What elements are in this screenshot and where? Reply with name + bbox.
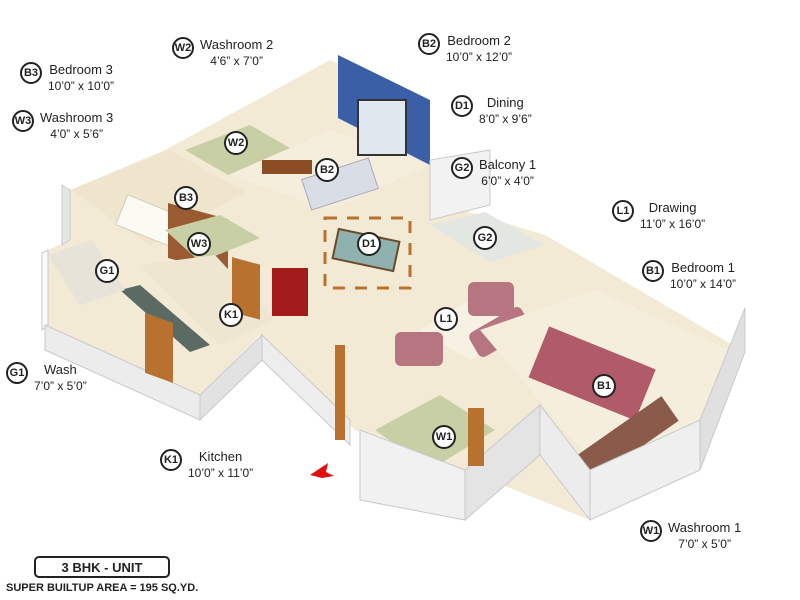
legend-bedroom-1: B1 Bedroom 1 10’0” x 14’0” <box>642 260 736 292</box>
room-name: Drawing <box>648 200 697 215</box>
room-name: Balcony 1 <box>479 157 537 172</box>
room-dims: 7’0” x 5’0” <box>678 537 731 551</box>
washroom-1-door <box>468 408 484 466</box>
legend-washroom-1: W1 Washroom 1 7’0” x 5’0” <box>640 520 741 552</box>
marker-g2: G2 <box>473 226 497 250</box>
room-dims: 11’0” x 16’0” <box>640 217 706 231</box>
legend-badge: W2 <box>172 37 194 59</box>
legend-drawing: L1 Drawing 11’0” x 16’0” <box>612 200 705 232</box>
legend-bedroom-3: B3 Bedroom 3 10’0” x 10’0” <box>20 62 114 94</box>
marker-w2: W2 <box>224 131 248 155</box>
room-name: Washroom 3 <box>40 110 114 125</box>
room-name: Bedroom 2 <box>447 33 511 48</box>
marker-d1: D1 <box>357 232 381 256</box>
kitchen-floor <box>140 255 275 345</box>
entry-arrow <box>310 463 334 478</box>
legend-badge: B3 <box>20 62 42 84</box>
bedroom-1-bench <box>571 396 679 484</box>
walls <box>41 149 746 522</box>
drawing-sofa-2 <box>395 332 443 366</box>
legend-washroom-3: W3 Washroom 3 4’0” x 5’6” <box>12 110 113 142</box>
room-dims: 6’0” x 4’0” <box>481 174 534 188</box>
room-name: Kitchen <box>198 449 243 464</box>
bedroom-3-floor <box>70 150 245 245</box>
room-dims: 10’0” x 12’0” <box>446 50 513 64</box>
kitchen-counter <box>120 285 210 352</box>
legend-badge: B1 <box>642 260 664 282</box>
room-name: Bedroom 3 <box>49 62 113 77</box>
room-name: Wash <box>43 362 77 377</box>
room-name: Dining <box>486 95 524 110</box>
room-dims: 10’0” x 14’0” <box>670 277 737 291</box>
legend-balcony-1: G2 Balcony 1 6’0” x 4’0” <box>451 157 536 189</box>
legend-bedroom-2: B2 Bedroom 2 10’0” x 12’0” <box>418 33 512 65</box>
legend-wash: G1 Wash 7’0” x 5’0” <box>6 362 87 394</box>
room-dims: 8’0” x 9’6” <box>479 112 532 126</box>
room-dims: 4’6” x 7’0” <box>210 54 263 68</box>
unit-type-label: 3 BHK - UNIT <box>34 556 170 578</box>
marker-g1: G1 <box>95 259 119 283</box>
room-dims: 10’0” x 11’0” <box>188 466 254 480</box>
legend-dining: D1 Dining 8’0” x 9’6” <box>451 95 532 127</box>
bedroom-1-bed <box>528 326 656 421</box>
super-builtup-area: SUPER BUILTUP AREA = 195 SQ.YD. <box>6 582 199 594</box>
marker-b1: B1 <box>592 374 616 398</box>
legend-badge: B2 <box>418 33 440 55</box>
legend-badge: W3 <box>12 110 34 132</box>
wash-area-floor <box>48 240 125 305</box>
room-name: Bedroom 1 <box>671 260 735 275</box>
marker-k1: K1 <box>219 303 243 327</box>
bedroom-2-window <box>357 99 407 156</box>
room-dims: 7’0” x 5’0” <box>34 379 87 393</box>
legend-badge: L1 <box>612 200 634 222</box>
kitchen-door <box>145 312 173 383</box>
room-dims: 4’0” x 5’6” <box>50 127 103 141</box>
main-door <box>335 345 345 440</box>
marker-w3: W3 <box>187 232 211 256</box>
drawing-sofa-1 <box>468 282 514 316</box>
marker-b3: B3 <box>174 186 198 210</box>
legend-badge: G2 <box>451 157 473 179</box>
legend-badge: K1 <box>160 449 182 471</box>
bedroom-3-door <box>232 257 260 320</box>
bedroom-2-tv-unit <box>262 160 312 174</box>
room-dims: 10’0” x 10’0” <box>48 79 115 93</box>
legend-badge: W1 <box>640 520 662 542</box>
legend-badge: G1 <box>6 362 28 384</box>
room-name: Washroom 2 <box>200 37 274 52</box>
kitchen-fridge <box>272 268 308 316</box>
legend-badge: D1 <box>451 95 473 117</box>
room-name: Washroom 1 <box>668 520 742 535</box>
marker-w1: W1 <box>432 425 456 449</box>
marker-l1: L1 <box>434 307 458 331</box>
legend-washroom-2: W2 Washroom 2 4’6” x 7’0” <box>172 37 273 69</box>
dining-chairs <box>323 216 412 290</box>
marker-b2: B2 <box>315 158 339 182</box>
legend-kitchen: K1 Kitchen 10’0” x 11’0” <box>160 449 253 481</box>
